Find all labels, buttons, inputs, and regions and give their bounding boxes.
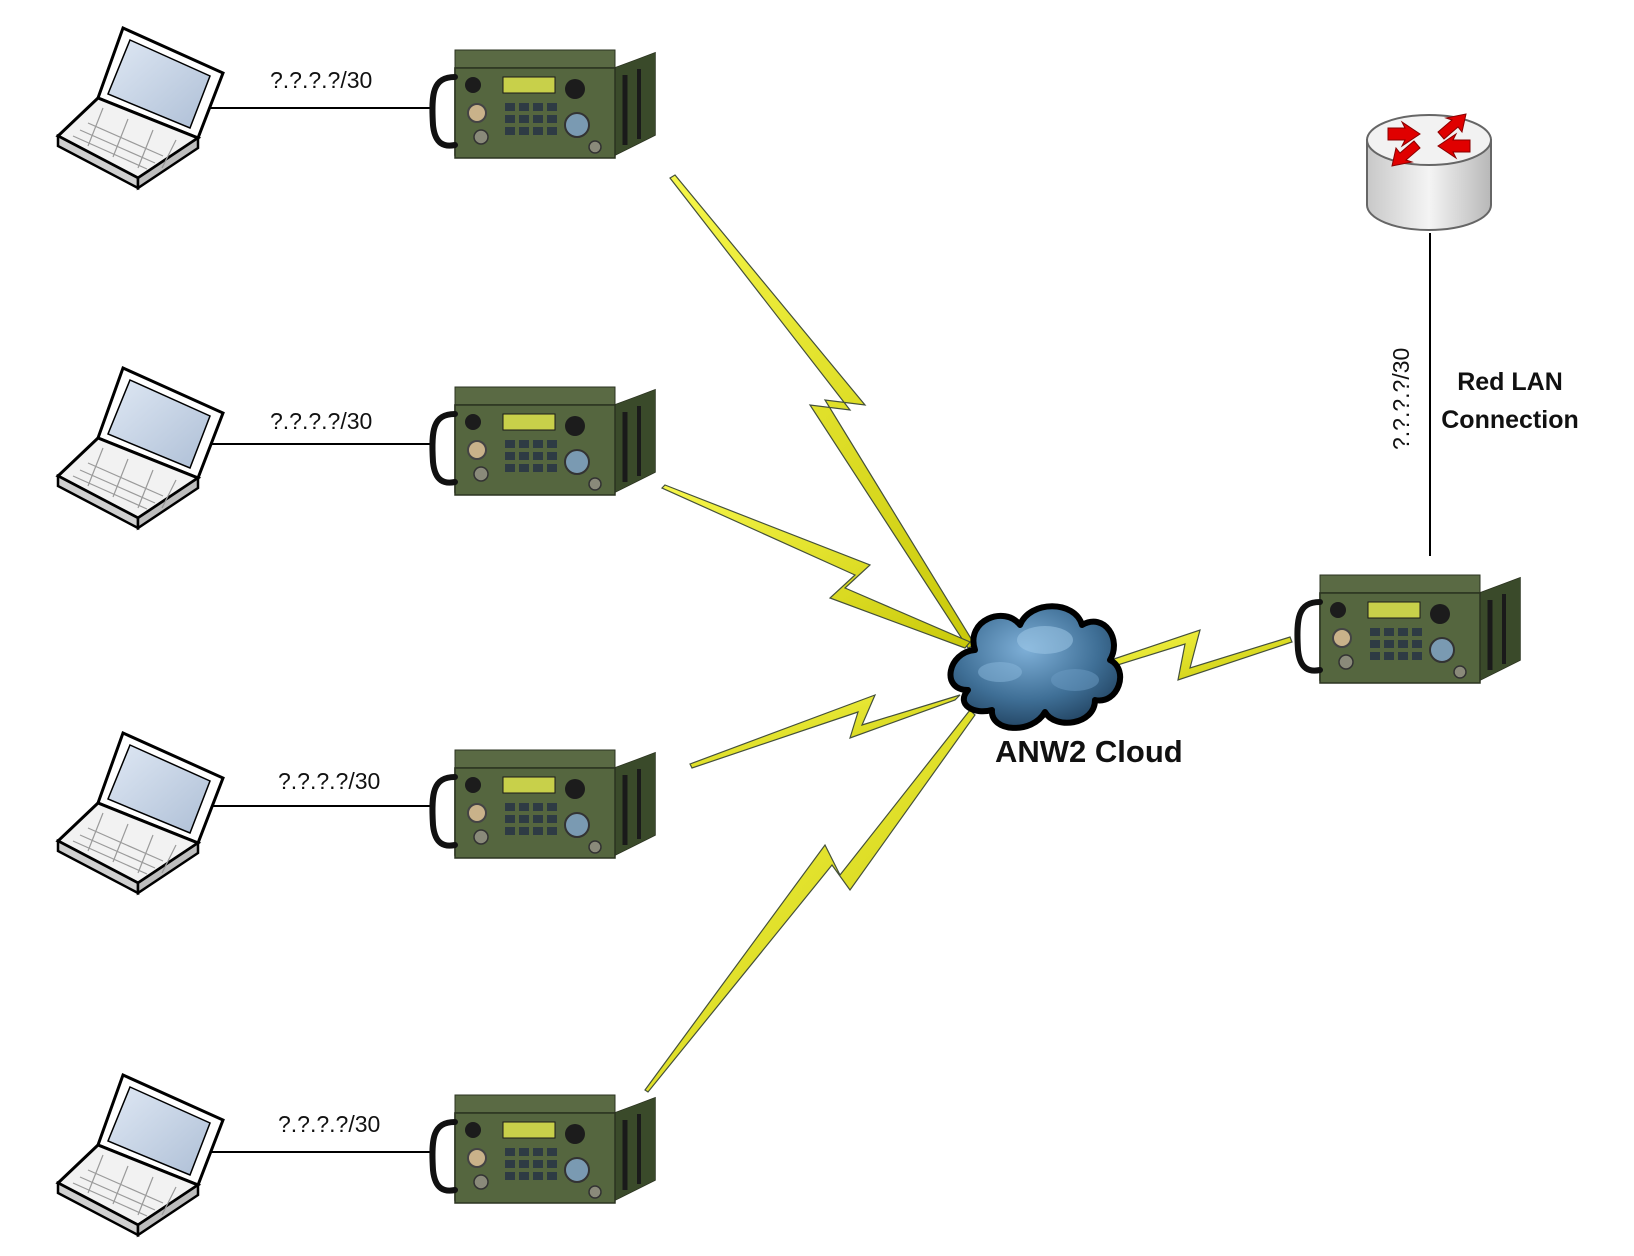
wireless-links	[644, 174, 1293, 1093]
laptop-icon	[56, 366, 225, 530]
laptop-icon	[56, 26, 225, 190]
wireless-link-3	[689, 693, 961, 769]
cloud-label: ANW2 Cloud	[995, 734, 1183, 769]
router-label-line2: Connection	[1441, 406, 1579, 434]
router-label-line1: Red LAN	[1457, 368, 1563, 396]
wired-links	[210, 107, 1431, 1153]
radio-icon	[432, 50, 655, 158]
wireless-link-4	[644, 709, 976, 1093]
router-label: Red LAN Connection	[1410, 363, 1610, 439]
router-icon	[1366, 113, 1492, 231]
anw2-cloud-icon	[947, 603, 1123, 731]
wireless-link-2	[660, 484, 971, 649]
wireless-link-5	[1104, 629, 1293, 681]
laptop-link-label-2: ?.?.?.?/30	[270, 408, 373, 434]
radio-icon	[432, 1095, 655, 1203]
laptop-icon	[56, 731, 225, 895]
laptop-link-label-1: ?.?.?.?/30	[270, 67, 373, 93]
laptop-link-label-3: ?.?.?.?/30	[278, 768, 381, 794]
laptop-link-label-4: ?.?.?.?/30	[278, 1111, 381, 1137]
radio-icon	[1297, 575, 1520, 683]
router-link-label: ?.?.?.?/30	[1388, 347, 1414, 450]
wireless-link-1	[669, 174, 976, 649]
laptop-icon	[56, 1073, 225, 1237]
radio-icon	[432, 387, 655, 495]
radio-icon	[432, 750, 655, 858]
